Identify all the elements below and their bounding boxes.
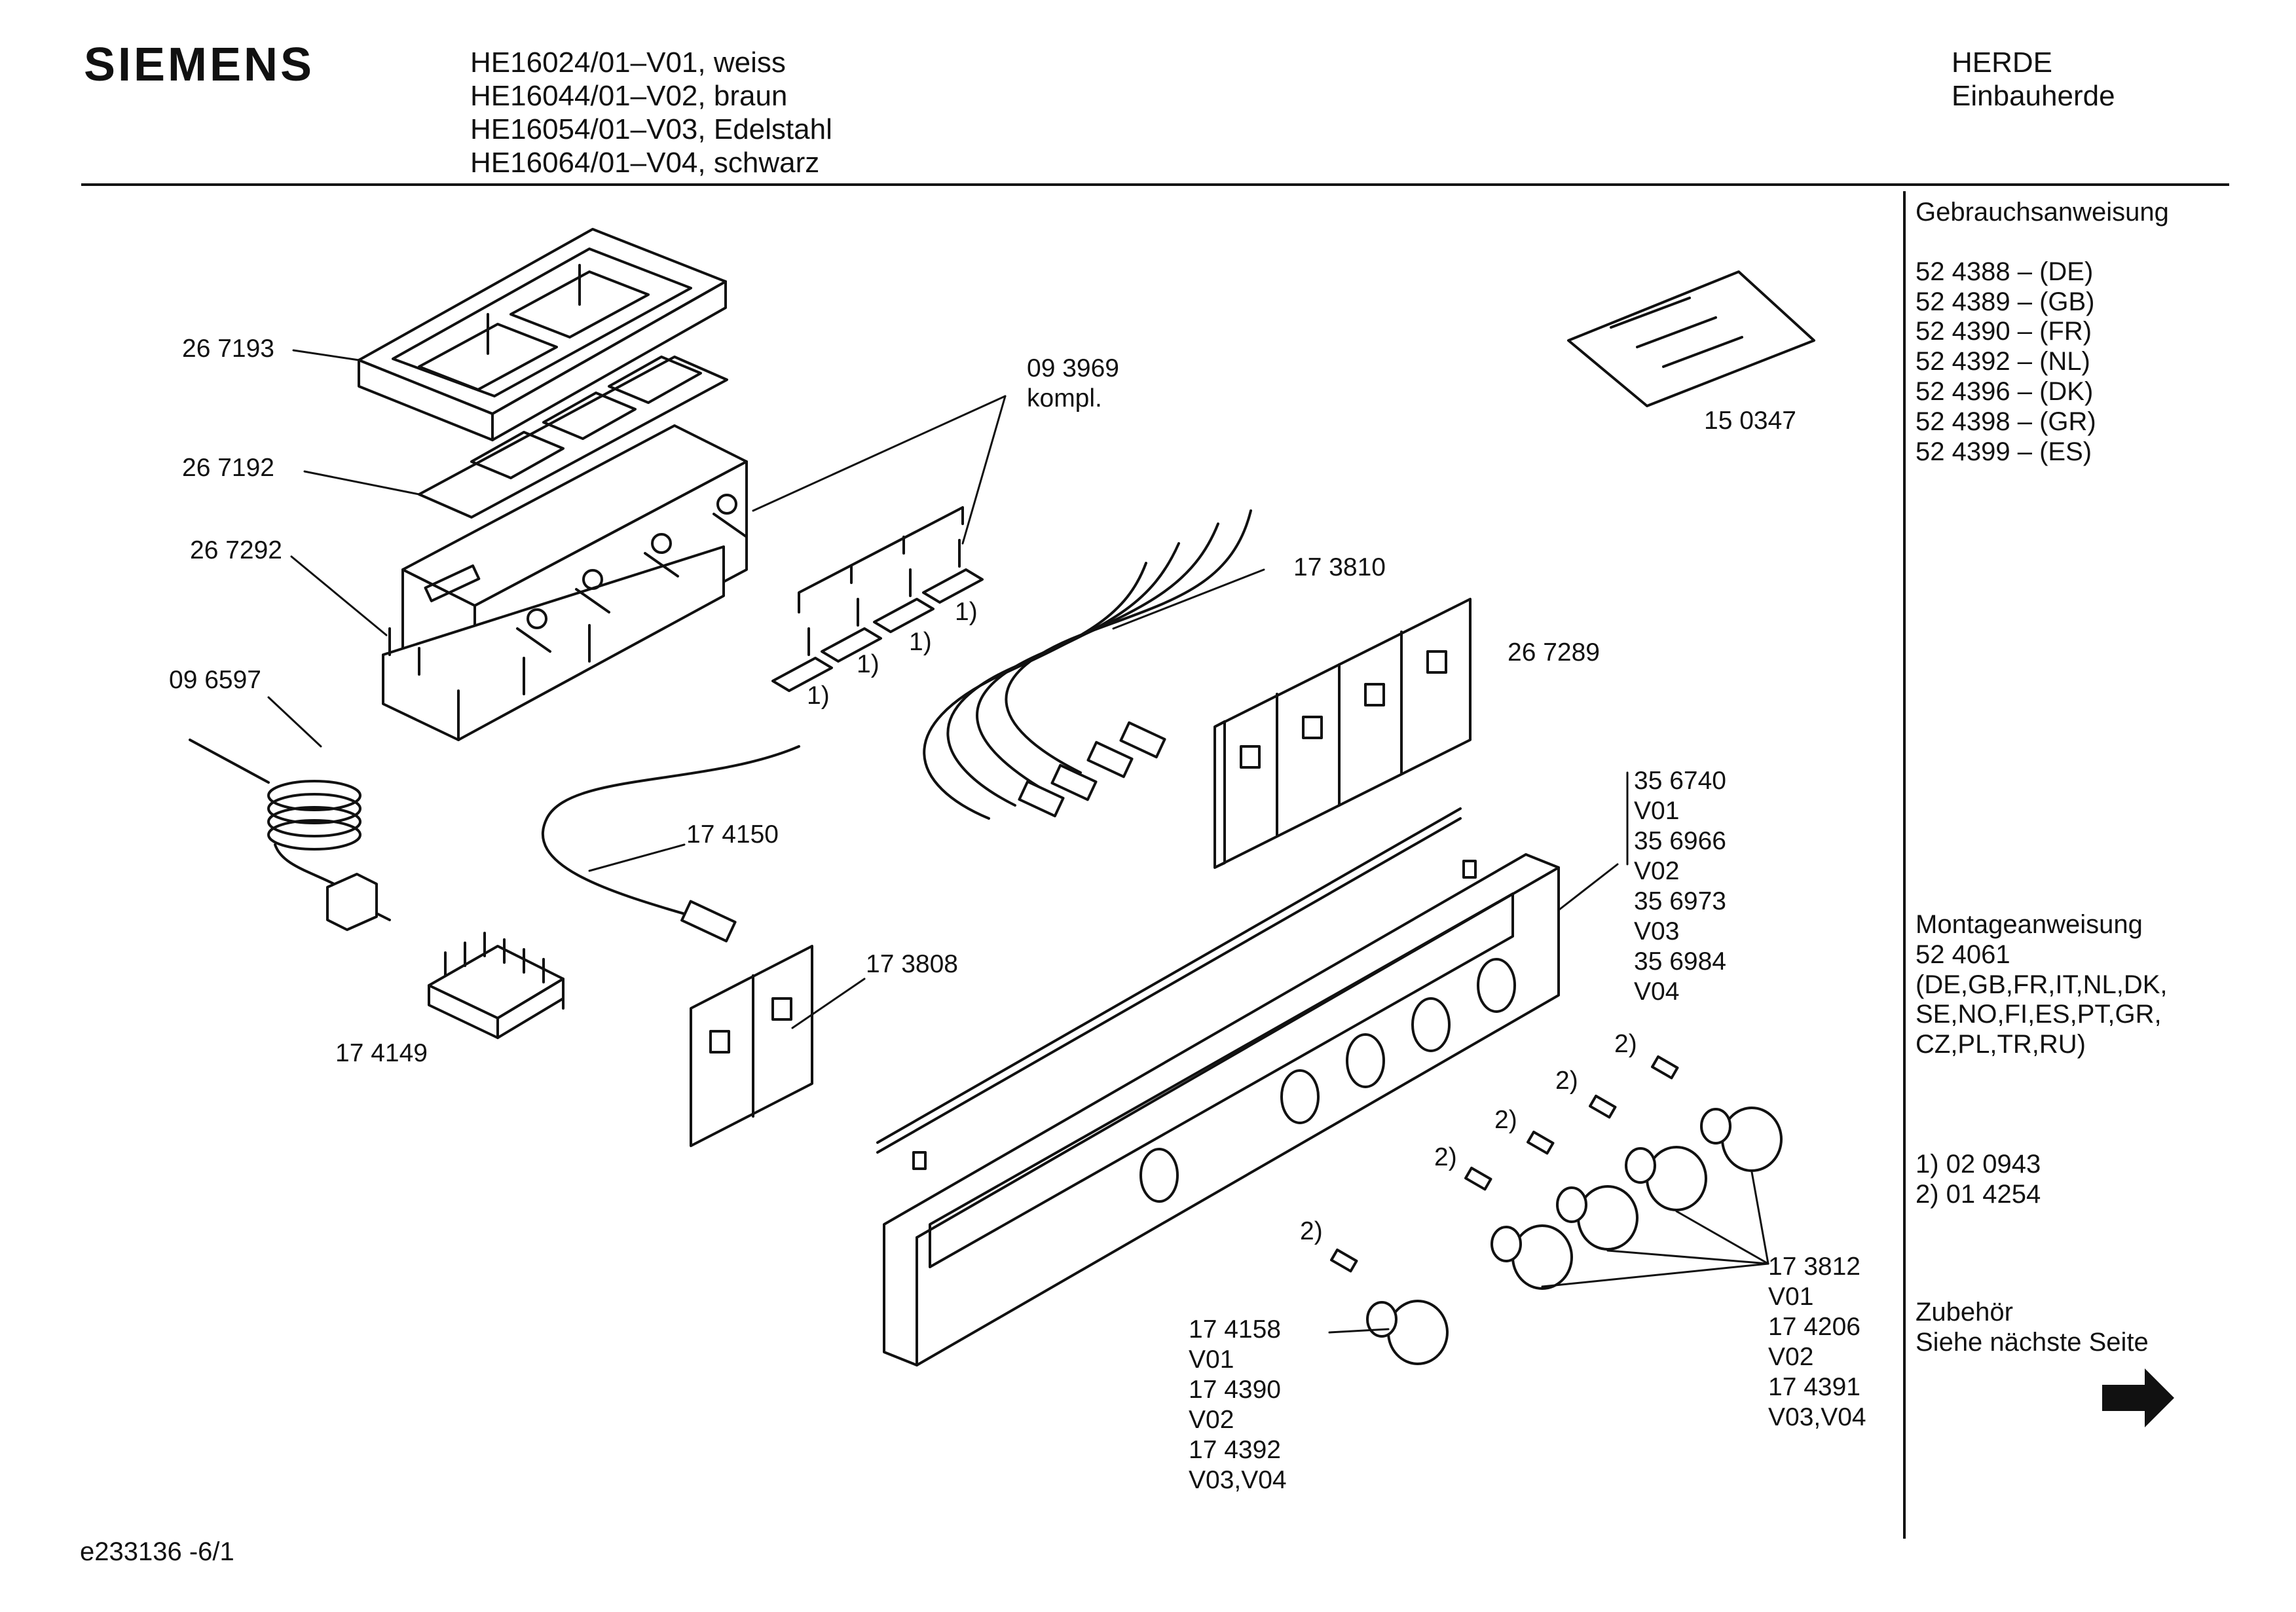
mounting-line: CZ,PL,TR,RU) [1916,1030,2086,1059]
small-panel-part [690,945,813,1147]
indicator-panel-part [1213,598,1472,869]
note-marker: 2) [1494,1106,1517,1134]
label-267193: 26 7193 [182,335,274,363]
accessories-line: Siehe nächste Seite [1916,1327,2149,1357]
mounting-line: SE,NO,FI,ES,PT,GR, [1916,1000,2162,1029]
housing-part [382,424,748,741]
label-267289: 26 7289 [1508,638,1600,667]
category-line: HERDE [1952,46,2053,79]
model-line: HE16064/01–V04, schwarz [470,147,820,179]
note-marker: 1) [857,650,880,678]
mounting-line: (DE,GB,FR,IT,NL,DK, [1916,970,2168,999]
mounting-line: 52 4061 [1916,940,2010,969]
note-line: 1) 02 0943 [1916,1150,2041,1179]
label-line: V02 [1189,1406,1234,1434]
frame-part [358,228,727,441]
category-line: Einbauherde [1952,80,2115,112]
selector-switch-part [428,932,565,1039]
manual-title: Gebrauchsanweisung [1916,198,2169,227]
manual-item: 52 4398 – (GR) [1916,407,2096,436]
note-line: 2) 01 4254 [1916,1179,2041,1209]
label-173810: 17 3810 [1293,553,1386,581]
label-174149: 17 4149 [335,1039,428,1067]
switch-set [771,506,984,692]
knobs-part [1366,1107,1783,1365]
model-line: HE16024/01–V01, weiss [470,46,786,79]
label-fascia: 35 6740 V01 35 6966 V02 35 6973 V03 35 6… [1634,766,1726,1007]
label-line: 35 6973 [1634,887,1726,915]
label-096597: 09 6597 [169,666,261,694]
mounting-title: Montageanweisung [1916,910,2143,939]
model-list: HE16024/01–V01, weiss HE16044/01–V02, br… [470,46,832,179]
cable-part [541,745,800,943]
brand-logo: SIEMENS [84,39,315,91]
label-line: V02 [1634,857,1680,885]
note-marker: 1) [955,598,978,626]
notes-section: 1) 02 0943 2) 01 4254 [1916,1150,2041,1210]
label-line: 35 6984 [1634,947,1726,976]
label-150347: 15 0347 [1704,407,1796,435]
label-line: V03,V04 [1768,1403,1866,1431]
label-174150: 17 4150 [686,820,779,849]
note-marker: 2) [1434,1143,1457,1171]
manual-item: 52 4399 – (ES) [1916,437,2092,466]
label-line: 09 3969 [1027,354,1119,382]
label-267292: 26 7292 [190,536,282,564]
cable-set-part [923,509,1252,820]
label-knobs: 17 3812 V01 17 4206 V02 17 4391 V03,V04 [1768,1252,1866,1433]
label-line: V04 [1634,978,1680,1006]
accessories-line: Zubehör [1916,1298,2013,1327]
document-id: e233136 -6/1 [80,1537,234,1566]
label-line: V01 [1768,1283,1814,1311]
label-267192: 26 7192 [182,454,274,482]
manual-item: 52 4388 – (DE) [1916,257,2094,286]
manual-item: 52 4396 – (DK) [1916,376,2094,406]
label-line: kompl. [1027,384,1102,412]
note-marker: 1) [909,628,932,656]
label-line: 17 4392 [1189,1436,1281,1464]
manual-item: 52 4390 – (FR) [1916,317,2092,346]
label-line: V02 [1768,1343,1814,1371]
header-divider [81,183,2229,186]
accessories-section: Zubehör Siehe nächste Seite [1916,1298,2149,1358]
note-marker: 2) [1614,1030,1637,1058]
note-marker: 2) [1555,1067,1578,1095]
manual-item: 52 4392 – (NL) [1916,347,2090,376]
label-line: 17 3812 [1768,1253,1861,1281]
glass-strip-part [876,807,1462,1154]
model-line: HE16044/01–V02, braun [470,80,788,112]
control-fascia-part [883,853,1560,1366]
label-line: V01 [1189,1346,1234,1374]
arrow-right-icon [2102,1368,2174,1427]
label-line: 17 4390 [1189,1376,1281,1404]
plate-part [418,356,728,519]
note-marker: 2) [1300,1217,1323,1245]
thermostat-part [189,739,391,931]
manual-item: 52 4389 – (GB) [1916,287,2095,316]
label-line: V03,V04 [1189,1466,1287,1494]
manual-section: Gebrauchsanweisung 52 4388 – (DE) 52 438… [1916,198,2169,467]
sidebar-divider [1903,191,1906,1539]
category: HERDE Einbauherde [1952,46,2115,113]
label-knob-small: 17 4158 V01 17 4390 V02 17 4392 V03,V04 [1189,1315,1287,1495]
label-line: 35 6740 [1634,767,1726,795]
model-line: HE16054/01–V03, Edelstahl [470,113,832,145]
leader-lines [267,349,1769,1334]
label-line: 17 4158 [1189,1315,1281,1344]
label-173808: 17 3808 [866,950,958,978]
mounting-section: Montageanweisung 52 4061 (DE,GB,FR,IT,NL… [1916,910,2168,1060]
label-line: V03 [1634,917,1680,945]
label-line: 17 4206 [1768,1313,1861,1341]
clips-part [1330,1055,1679,1273]
note-marker: 1) [807,682,830,710]
label-093969: 09 3969 kompl. [1027,354,1119,414]
label-line: 35 6966 [1634,827,1726,855]
screw-bag-part [1567,270,1815,407]
label-line: V01 [1634,797,1680,825]
label-line: 17 4391 [1768,1373,1861,1401]
